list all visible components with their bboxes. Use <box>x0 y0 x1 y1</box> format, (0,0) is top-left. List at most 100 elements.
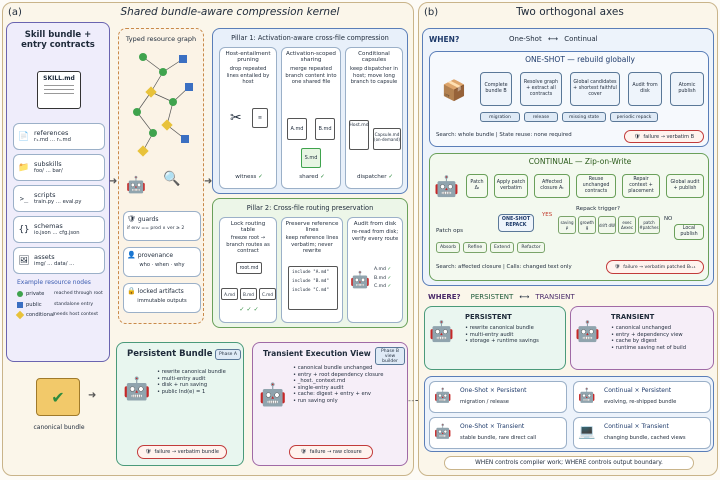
include-line: include "A.md" <box>292 270 330 275</box>
where-axis: WHERE? PERSISTENT ⟷ TRANSIENT <box>428 290 714 304</box>
transient-item: • canonical bundle unchanged <box>293 365 373 371</box>
pillar1-col-title: Conditional capsules <box>358 51 390 63</box>
oneshot-step: Complete bundle B <box>480 72 512 106</box>
include-line: include "B.md" <box>292 279 330 284</box>
combo-card: 🤖 One-Shot × Persistent migration / rele… <box>429 381 567 413</box>
audit-route: A.md <box>374 267 386 272</box>
continual-robot-icon: 🤖 <box>434 174 459 198</box>
audit-robot-icon: 🤖 <box>350 270 370 289</box>
where-left: PERSISTENT <box>470 293 514 301</box>
pillar1-status: witness ✓ <box>220 174 278 180</box>
resource-name: subskills <box>34 160 62 169</box>
check-icon: ✓ <box>320 174 325 180</box>
where-right: TRANSIENT <box>535 293 575 301</box>
when-left: One-Shot <box>509 35 542 43</box>
persistent-bundle-box: Persistent Bundle Phase A 🤖 • rewrite ca… <box>116 342 244 466</box>
patch-op: Extend <box>490 242 514 253</box>
transient-item: • single-entry audit <box>293 384 344 391</box>
locked-detail: immutable outputs <box>137 298 187 304</box>
pillar2-col-desc: keep reference lines verbatim; never rew… <box>285 235 339 254</box>
where-transient-item: • entry + dependency view <box>611 331 683 338</box>
where-transient-item: • canonical unchanged <box>611 325 672 331</box>
resource-name: assets <box>34 253 55 262</box>
status-label: shared <box>299 174 319 180</box>
laptop-icon: 💻 <box>578 424 596 440</box>
failure-label: failure → verbatim B <box>643 133 695 140</box>
route-branch-c: C.md <box>259 288 276 300</box>
legend-title: Example resource nodes <box>17 279 91 286</box>
oneshot-repack-box: ONE-SHOT REPACK <box>498 214 534 232</box>
oneshot-step: Global candidates + shortest faithful co… <box>570 72 620 106</box>
where-persistent-item: • rewrite canonical bundle <box>465 325 534 331</box>
continual-step: Apply patch verbatim <box>494 174 528 198</box>
route-branch-b: B.md <box>240 288 257 300</box>
pillar2-col-desc: re-read from disk; verify every route <box>351 229 399 242</box>
where-transient-item: • cache by digest <box>611 338 657 344</box>
panel-b-label: (b) <box>424 7 439 18</box>
where-persistent-item: • storage + runtime savings <box>465 338 539 344</box>
combo-card: 💻 Continual × Transient changing bundle,… <box>573 417 711 449</box>
where-transient-card: 🤖 TRANSIENT • canonical unchanged • entr… <box>570 306 714 370</box>
where-label: WHERE? <box>428 293 461 301</box>
combo-desc: migration / release <box>460 399 509 405</box>
shield-icon: 🛡 <box>300 449 307 455</box>
pillar1-col-desc: drop repeated lines entailed by host <box>226 66 270 85</box>
resource-detail: foo/ … bar/ <box>34 168 63 175</box>
check-icon: ✓ <box>258 174 263 180</box>
metric-cell: drift dW <box>598 216 616 234</box>
terminal-icon: >_ <box>19 194 29 203</box>
document-stack-icon: 📄 <box>18 131 30 142</box>
repack-question: Repack trigger? <box>576 206 621 212</box>
file-host: Host.md <box>349 120 369 150</box>
when-label: WHEN? <box>429 35 460 44</box>
yes-label: YES <box>542 212 553 218</box>
combo-title: Continual × Persistent <box>604 387 672 394</box>
combo-title: One-Shot × Persistent <box>460 387 527 394</box>
trigger-tag: release <box>524 112 558 122</box>
shield-icon: 🛡 <box>614 264 621 270</box>
route-branch-a: A.md <box>221 288 238 300</box>
patch-ops-label: Patch ops <box>436 228 464 234</box>
pillar1-col-desc: merge repeated branch content into one s… <box>285 66 337 85</box>
audit-route: C.md <box>374 284 387 290</box>
lock-icon: 🔒 <box>127 287 136 295</box>
locked-title: locked artifacts <box>137 287 184 295</box>
combo-desc: changing bundle, cached views <box>604 435 686 441</box>
patch-op: Refine <box>463 242 487 253</box>
pillar2-col-preserve: Preserve reference lines keep reference … <box>281 217 343 323</box>
arrow-transient-to-panel-b: - - ➜ <box>408 396 422 405</box>
shield-icon: 🛡 <box>633 133 641 140</box>
continual-search: Search: affected closure | Calls: change… <box>436 264 572 270</box>
skill-bundle-title: Skill bundle + entry contracts <box>21 30 95 50</box>
legend-public-swatch <box>17 301 23 308</box>
patch-op: Refactor <box>517 242 545 253</box>
oneshot-search: Search: whole bundle | State reuse: none… <box>436 132 572 138</box>
capsule-note: (on-demand) <box>374 137 400 142</box>
locked-card: 🔒locked artifacts immutable outputs <box>123 283 201 313</box>
phase-a-badge: Phase A <box>215 349 241 360</box>
local-publish-box: Local publish <box>674 224 704 240</box>
legend-key: private <box>26 291 45 297</box>
legend-private-swatch <box>17 291 23 298</box>
transient-items: • canonical bundle unchanged • entry + r… <box>293 365 383 404</box>
combo-desc: evolving, re-shipped bundle <box>604 399 677 405</box>
pillar1-col-title: Host-entailment pruning <box>225 51 271 63</box>
continual-step: Repair context + placement <box>622 174 660 198</box>
oneshot-failure: 🛡failure → verbatim B <box>624 130 704 143</box>
include-line: include "C.md" <box>292 288 330 293</box>
check-icon: ✓ <box>387 275 392 281</box>
image-icon: 🖼 <box>18 255 30 266</box>
resource-detail: r₁.md … rₙ.md <box>34 137 71 144</box>
where-persistent-robot-icon: 🤖 <box>429 319 454 343</box>
pillar1-box: Pillar 1: Activation-aware cross-file co… <box>212 28 408 194</box>
panel-b-title: Two orthogonal axes <box>516 6 624 18</box>
persistent-failure: 🛡failure → verbatim bundle <box>137 445 227 459</box>
audit-route: B.md <box>374 275 387 281</box>
pillar2-box: Pillar 2: Cross-file routing preservatio… <box>212 198 408 328</box>
panel-a-label: (a) <box>8 7 22 18</box>
repack-metrics: saving ρ growth g drift dW exec Δexec pa… <box>558 216 660 234</box>
legend-desc: needs host context <box>54 312 99 318</box>
transient-item: • run saving only <box>293 397 338 404</box>
